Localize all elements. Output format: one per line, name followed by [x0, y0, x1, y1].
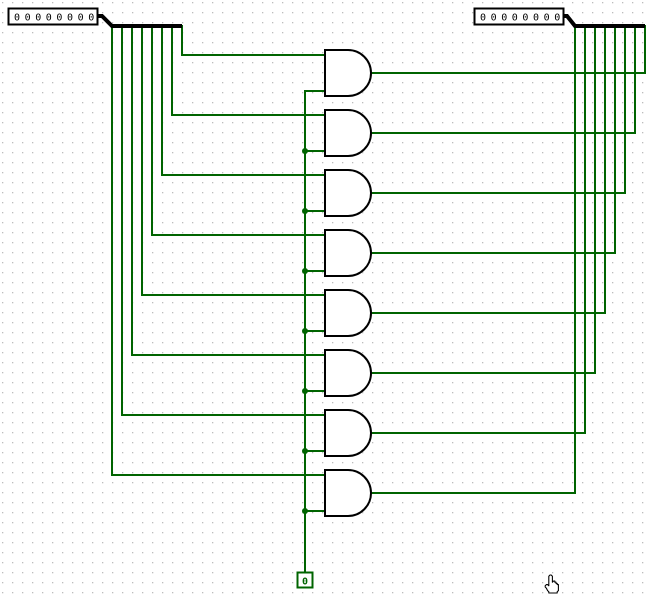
wire-left-bit-3[interactable]	[151, 25, 326, 236]
input-pin-bottom-body[interactable]	[296, 571, 314, 589]
wire-output-bit-7[interactable]	[370, 25, 576, 494]
and-gate-7[interactable]	[324, 409, 372, 457]
wire-output-bit-0[interactable]	[370, 25, 646, 74]
output-pin-right-bit-2: 0	[501, 13, 507, 24]
output-pin-right-bit-4: 0	[522, 13, 528, 24]
input-pin-left-bit-6[interactable]: 0	[78, 13, 84, 24]
input-pin-bottom-value: 0	[302, 577, 308, 588]
wire-junction-dot	[302, 448, 308, 454]
input-pin-left-bit-4[interactable]: 0	[56, 13, 62, 24]
wire-output-bit-3[interactable]	[370, 25, 616, 254]
wire-junction-dot	[302, 388, 308, 394]
wire-output-bit-4[interactable]	[370, 25, 606, 314]
and-gate-3[interactable]	[324, 169, 372, 217]
wire-junction-dot	[302, 328, 308, 334]
wire-left-bit-6[interactable]	[121, 25, 326, 416]
splitter-right[interactable]	[563, 14, 645, 28]
wire-junction-dot	[302, 148, 308, 154]
wire-left-bit-1[interactable]	[171, 25, 326, 116]
and-gate-5[interactable]	[324, 289, 372, 337]
input-pin-bottom: 0	[296, 571, 314, 589]
input-pin-left-bit-3[interactable]: 0	[46, 13, 52, 24]
splitter-left[interactable]	[97, 14, 182, 28]
input-pin-left-bit-5[interactable]: 0	[67, 13, 73, 24]
hand-cursor-icon	[544, 574, 559, 594]
wire-left-bit-0[interactable]	[181, 25, 326, 56]
and-gate-2[interactable]	[324, 109, 372, 157]
wire-junction-dot	[302, 208, 308, 214]
wire-left-bit-7[interactable]	[111, 25, 326, 476]
input-pin-left-bit-0[interactable]: 0	[14, 13, 20, 24]
wire-junction-dot	[302, 508, 308, 514]
and-gate-1[interactable]	[324, 49, 372, 97]
wire-left-bit-4[interactable]	[141, 25, 326, 296]
output-pin-right-bit-5: 0	[533, 13, 539, 24]
output-pin-right-bit-7: 0	[554, 13, 560, 24]
output-pin-right-bit-1: 0	[491, 13, 497, 24]
input-pin-left-body[interactable]	[7, 7, 99, 26]
wire-junction-dot	[302, 268, 308, 274]
wire-output-bit-5[interactable]	[370, 25, 596, 374]
and-gate-8[interactable]	[324, 469, 372, 517]
output-pin-right-bit-3: 0	[512, 13, 518, 24]
wire-left-bit-2[interactable]	[161, 25, 326, 176]
wire-output-bit-1[interactable]	[370, 25, 636, 134]
hand-cursor-shape	[544, 574, 559, 594]
output-pin-right-body[interactable]	[473, 7, 565, 26]
input-pin-left-bit-1[interactable]: 0	[25, 13, 31, 24]
input-pin-left-bit-7[interactable]: 0	[88, 13, 94, 24]
wire-output-bit-6[interactable]	[370, 25, 586, 434]
and-gate-4[interactable]	[324, 229, 372, 277]
input-pin-left-bit-2[interactable]: 0	[35, 13, 41, 24]
output-pin-right-bit-6: 0	[544, 13, 550, 24]
and-gate-6[interactable]	[324, 349, 372, 397]
wire-output-bit-2[interactable]	[370, 25, 626, 194]
output-pin-right-bit-0: 0	[480, 13, 486, 24]
wire-left-bit-5[interactable]	[131, 25, 326, 356]
